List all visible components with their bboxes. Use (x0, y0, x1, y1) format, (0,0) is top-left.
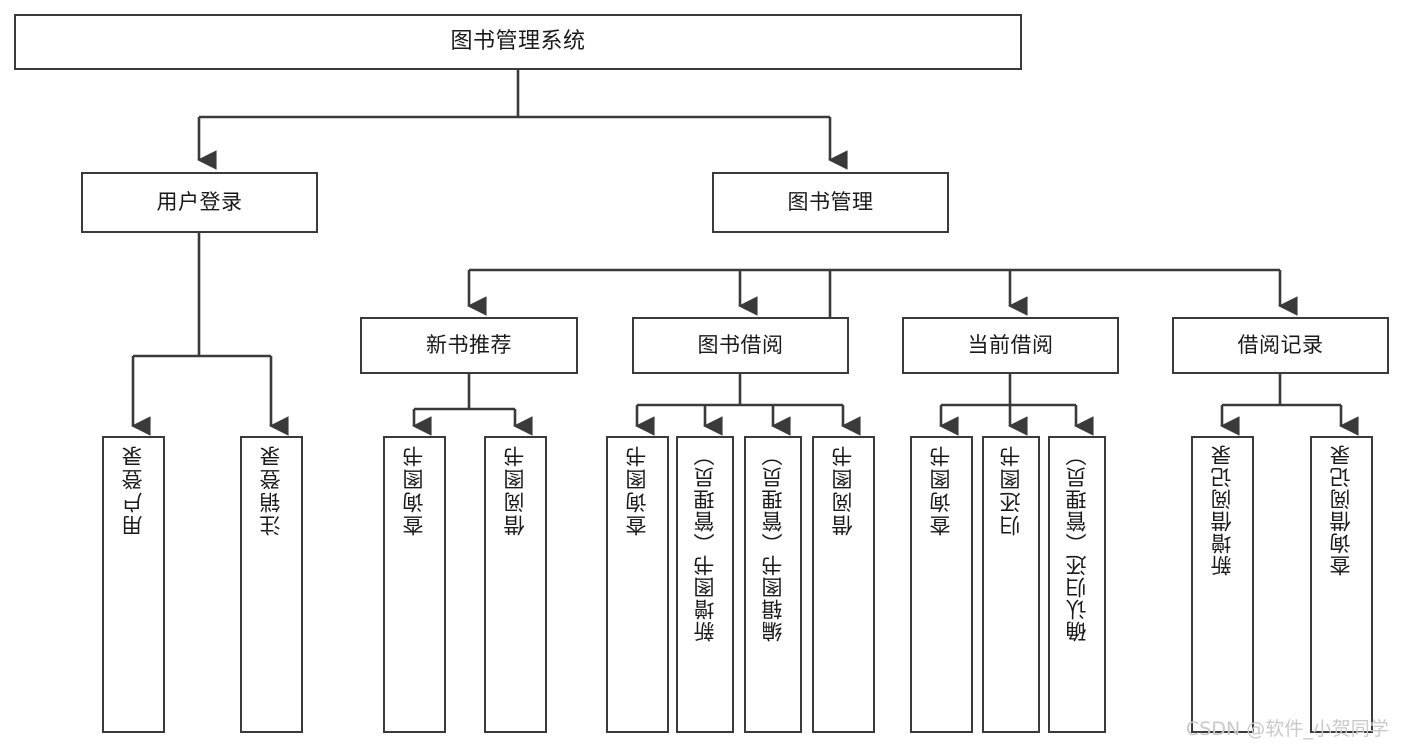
node-leaf-add-borrow-record[interactable]: 新增借阅记录 (1191, 436, 1254, 733)
node-label: 查询借阅记录 (1329, 444, 1354, 576)
node-leaf-query-borrow-record[interactable]: 查询借阅记录 (1310, 436, 1373, 733)
watermark-text: CSDN @软件_小贺同学 (1186, 718, 1389, 740)
node-label: 图书借阅 (697, 332, 784, 357)
node-user-login[interactable]: 用户登录 (81, 172, 318, 233)
node-label: 当前借阅 (967, 332, 1054, 357)
node-leaf-query-book-recommend[interactable]: 查询图书 (383, 436, 446, 733)
node-label: 用户登录 (156, 189, 243, 214)
node-label: 图书管理 (787, 189, 874, 214)
node-leaf-edit-book-admin[interactable]: 编辑图书（管理员） (744, 436, 802, 733)
node-label: 用户登录 (121, 444, 146, 536)
node-label: 借阅图书 (503, 444, 528, 536)
node-label: 查询图书 (929, 444, 954, 536)
node-leaf-add-book-admin[interactable]: 新增图书（管理员） (676, 436, 734, 733)
node-book-borrow[interactable]: 图书借阅 (632, 317, 849, 374)
node-label: 查询图书 (402, 444, 427, 536)
node-label: 图书管理系统 (450, 28, 586, 54)
node-label: 借阅图书 (831, 444, 856, 536)
node-leaf-query-book-borrow[interactable]: 查询图书 (606, 436, 669, 733)
node-label: 注销登录 (259, 444, 284, 536)
node-label: 新增借阅记录 (1210, 444, 1235, 576)
node-new-book-recommend[interactable]: 新书推荐 (360, 317, 578, 374)
node-leaf-user-login[interactable]: 用户登录 (102, 436, 165, 733)
node-leaf-confirm-return-admin[interactable]: 确认归还（管理员） (1048, 436, 1106, 733)
node-label: 编辑图书（管理员） (760, 444, 785, 642)
node-leaf-borrow-book-recommend[interactable]: 借阅图书 (484, 436, 547, 733)
node-leaf-logout[interactable]: 注销登录 (240, 436, 303, 733)
node-label: 查询图书 (625, 444, 650, 536)
node-book-management[interactable]: 图书管理 (712, 172, 949, 233)
node-leaf-query-book-current[interactable]: 查询图书 (910, 436, 973, 733)
node-leaf-return-book[interactable]: 归还图书 (982, 436, 1040, 733)
node-leaf-borrow-book-borrow[interactable]: 借阅图书 (812, 436, 875, 733)
node-label: 新增图书（管理员） (692, 444, 717, 642)
node-label: 借阅记录 (1237, 332, 1324, 357)
node-root-book-management-system[interactable]: 图书管理系统 (14, 14, 1022, 70)
node-borrow-record[interactable]: 借阅记录 (1172, 317, 1389, 374)
node-current-borrow[interactable]: 当前借阅 (902, 317, 1119, 374)
node-label: 归还图书 (998, 444, 1023, 536)
node-label: 确认归还（管理员） (1064, 444, 1089, 642)
node-label: 新书推荐 (426, 332, 512, 357)
